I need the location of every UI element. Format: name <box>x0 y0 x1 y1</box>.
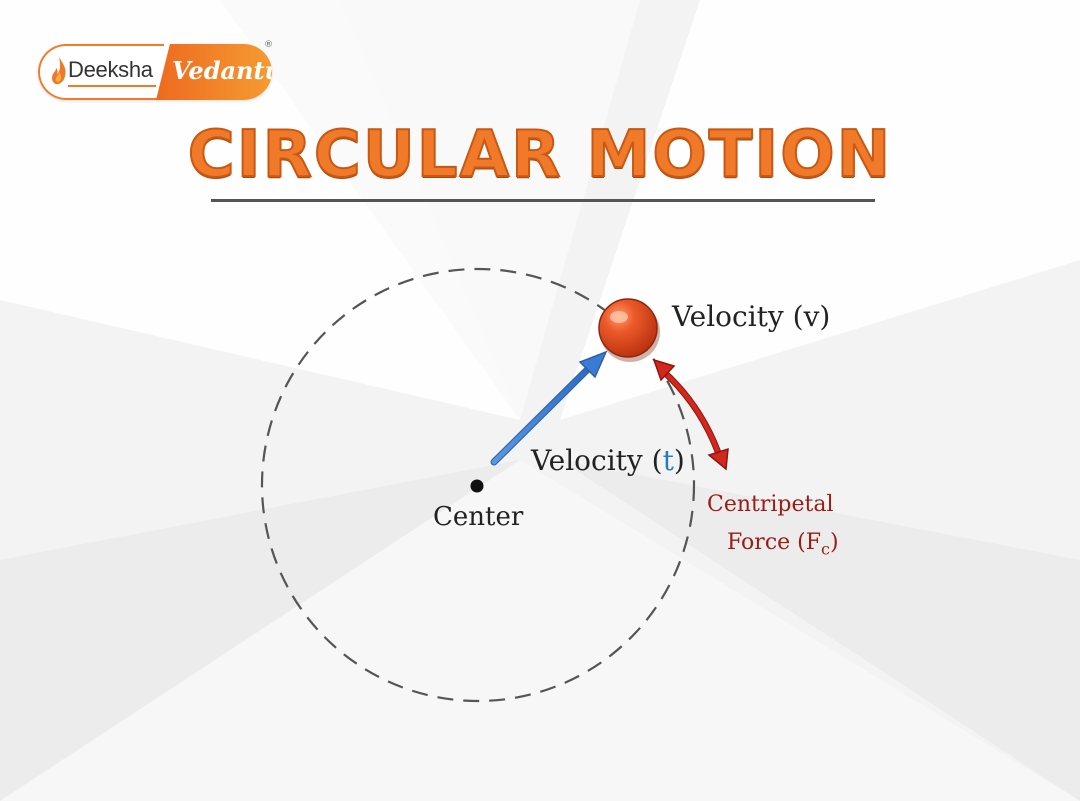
title-underline <box>211 199 875 202</box>
velocity-t-suffix: ) <box>673 444 685 477</box>
velocity-t-label: Velocity (t) <box>531 444 685 477</box>
circular-path <box>260 267 696 703</box>
flame-icon <box>52 57 66 85</box>
velocity-v-label: Velocity (v) <box>672 300 830 333</box>
force-subscript: c <box>821 539 830 559</box>
deeksha-wordmark: Deeksha <box>68 57 153 82</box>
orbiting-ball <box>598 298 660 362</box>
centripetal-force-arrow <box>652 358 729 471</box>
logo-right-panel <box>156 44 272 100</box>
deeksha-underline <box>68 85 156 87</box>
force-close-paren: ) <box>829 530 839 555</box>
center-point <box>470 479 484 493</box>
velocity-t-prefix: Velocity ( <box>531 444 663 477</box>
force-text: Force (F <box>727 530 822 555</box>
velocity-v-text: Velocity (v) <box>672 300 831 333</box>
centripetal-label-line1: Centripetal <box>707 492 834 517</box>
velocity-t-arrow <box>490 350 608 466</box>
center-text: Center <box>433 502 524 532</box>
brand-logo: Deeksha Vedantu <box>38 44 272 100</box>
page-title: CIRCULAR MOTION <box>187 117 893 193</box>
centripetal-text: Centripetal <box>707 492 834 517</box>
centripetal-label-line2: Force (Fc) <box>727 530 839 558</box>
registered-mark: ® <box>264 40 273 50</box>
vedantu-wordmark: Vedantu <box>172 56 272 85</box>
velocity-t-symbol: t <box>662 444 674 477</box>
center-label: Center <box>433 502 523 532</box>
logo-left-panel <box>38 44 164 100</box>
